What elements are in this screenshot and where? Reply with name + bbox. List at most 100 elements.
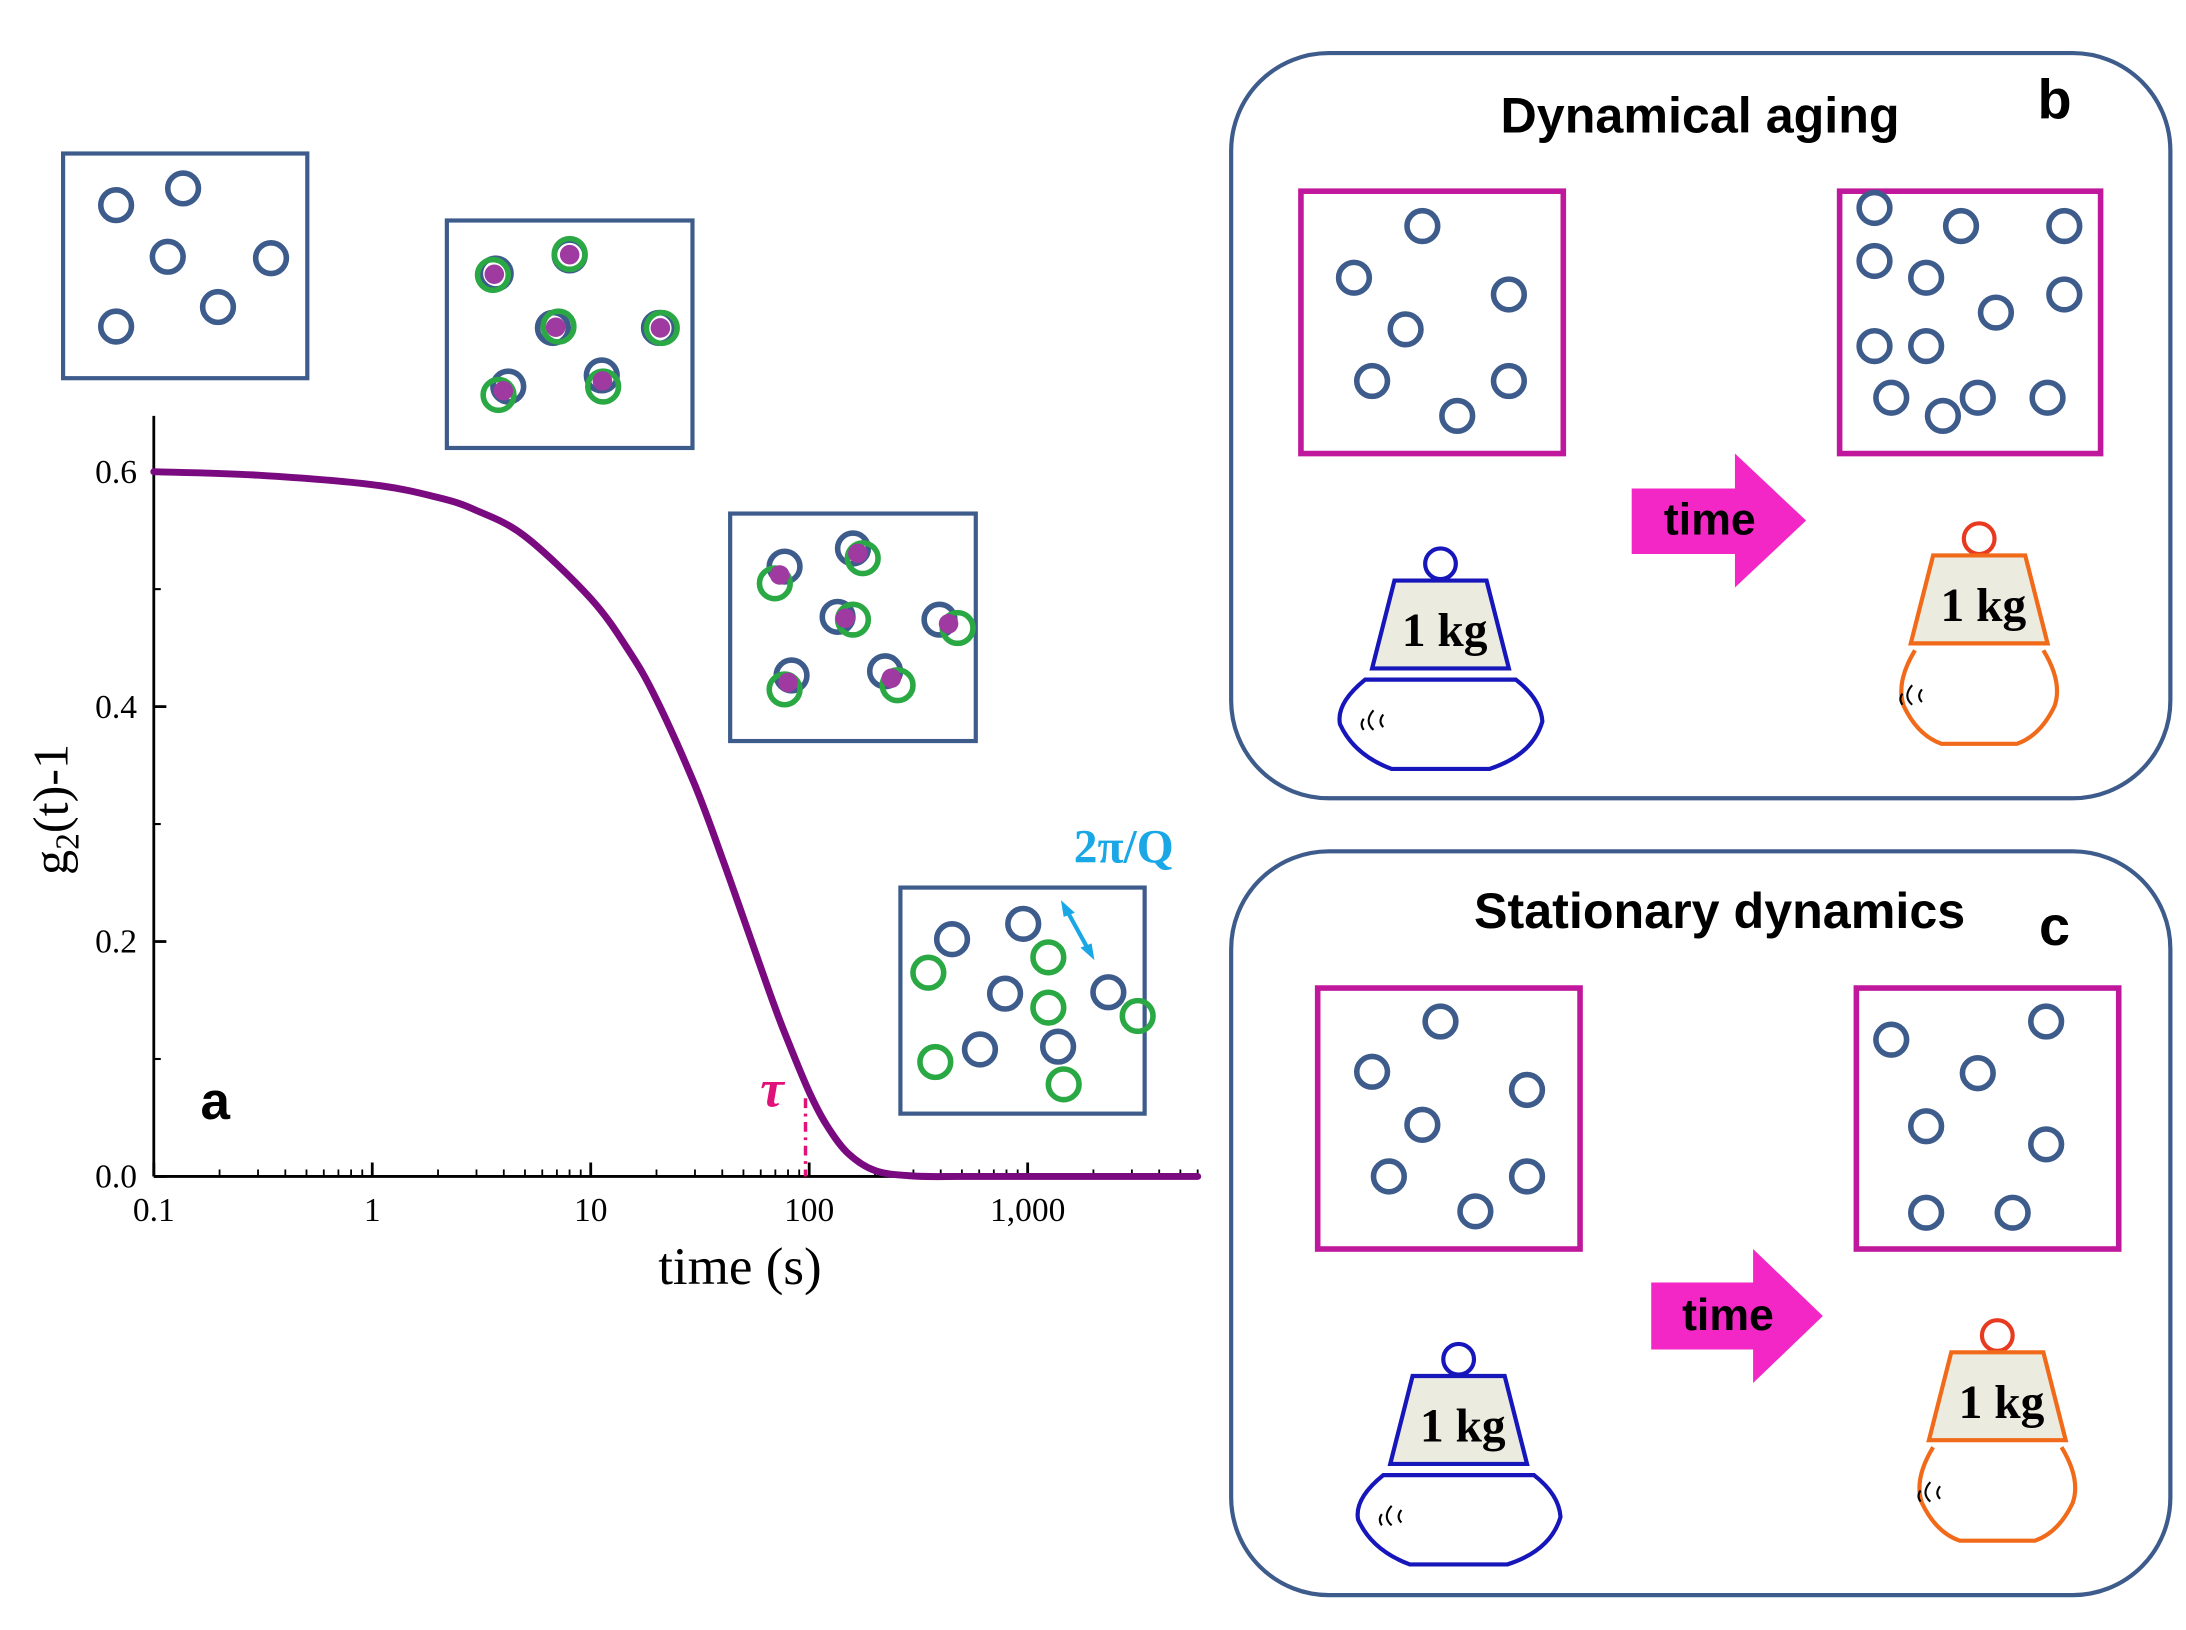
inset-box-long-time	[898, 885, 1156, 1116]
particle	[1856, 242, 1893, 280]
x-axis-title: time (s)	[658, 1238, 821, 1296]
particle	[1439, 397, 1476, 435]
panel-b-frame	[1229, 50, 2173, 801]
time-arrow-label: time	[1682, 1291, 1774, 1340]
weight-icon-after: 1 kg	[1917, 1318, 2078, 1543]
particle-overlap	[592, 371, 613, 391]
time-arrow-label: time	[1664, 495, 1756, 544]
y-axis-title: g2(t)-1	[22, 744, 86, 875]
weight-icon-aged: 1 kg	[1899, 521, 2060, 746]
particle-overlap	[559, 244, 580, 265]
weight-scribble-icon	[1917, 1481, 1941, 1503]
sample-frame	[1836, 188, 2104, 457]
y-axis-title-main: g	[22, 850, 78, 875]
panel-a-label: a	[200, 1072, 230, 1131]
aging-box-before	[1298, 188, 1567, 457]
panel-c-title: Stationary dynamics	[1474, 883, 1965, 939]
particle	[1508, 1071, 1546, 1109]
particle	[834, 530, 872, 567]
y-axis-title-sub: 2	[49, 833, 86, 850]
particle	[1387, 311, 1424, 348]
weight-body-icon	[1387, 1373, 1530, 1467]
particle	[1422, 1003, 1459, 1040]
particle	[490, 368, 527, 405]
sample-frame	[1314, 985, 1583, 1252]
particle	[2029, 379, 2066, 416]
particle	[149, 238, 186, 275]
weight-label: 1 kg	[1420, 1401, 1506, 1453]
weight-body-icon	[1926, 1350, 2069, 1443]
particle	[1090, 974, 1127, 1011]
inset-frame	[728, 511, 978, 744]
panel-c: Stationary dynamics c time 1 kg 1 kg	[1229, 849, 2173, 1598]
particle	[1457, 1193, 1494, 1230]
particle-displaced	[1030, 939, 1067, 976]
particle-displaced	[879, 667, 916, 704]
particle	[1353, 1053, 1391, 1090]
weight-ring-icon	[1423, 546, 1458, 582]
particle-displaced	[1045, 1066, 1082, 1103]
particle-displaced	[917, 1043, 954, 1081]
time-arrow-shape	[1631, 453, 1807, 588]
particle-displaced	[910, 954, 947, 991]
particle-displaced	[585, 368, 622, 405]
y-axis-title-rest: (t)-1	[22, 744, 78, 833]
y-tick-label: 0.4	[95, 689, 137, 726]
particle-overlap	[938, 614, 959, 634]
particle	[1370, 1158, 1407, 1195]
particle-displaced	[1119, 997, 1156, 1035]
particle	[1404, 207, 1441, 245]
x-tick-label: 10	[574, 1192, 607, 1229]
y-ticks: 0.00.20.40.6	[95, 454, 167, 1196]
particle-displaced	[474, 256, 512, 294]
particle	[1959, 379, 1996, 416]
panel-b-label: b	[2037, 68, 2071, 131]
particle	[199, 288, 237, 326]
particle	[986, 975, 1024, 1012]
x-tick-label: 1,000	[990, 1192, 1065, 1229]
particle	[1490, 276, 1528, 313]
particle	[1005, 905, 1042, 942]
weight-label: 1 kg	[1959, 1377, 2045, 1429]
particle	[252, 240, 290, 277]
particle	[1039, 1028, 1077, 1065]
particle-overlap	[650, 318, 671, 338]
particle	[1335, 259, 1373, 296]
particle	[1977, 294, 2015, 331]
time-arrow: time	[1651, 1249, 1823, 1383]
particle-displaced	[551, 235, 588, 273]
particle-overlap	[484, 264, 505, 284]
particle-overlap	[545, 317, 566, 338]
particle	[1908, 259, 1945, 296]
particle	[1908, 1108, 1945, 1145]
time-arrow: time	[1631, 453, 1807, 588]
particle	[961, 1031, 999, 1068]
particle	[1924, 397, 1962, 435]
weight-scribble-icon	[1378, 1505, 1403, 1527]
x-tick-label: 100	[784, 1192, 834, 1229]
panel-c-label: c	[2039, 894, 2070, 957]
weight-ring-icon	[1441, 1341, 1477, 1377]
particle-overlap	[778, 672, 798, 693]
particle-overlap	[493, 380, 514, 401]
particle	[1908, 327, 1945, 365]
particle	[1404, 1106, 1441, 1143]
x-tick-label: 1	[364, 1192, 381, 1229]
particle	[2046, 207, 2083, 245]
sample-frame	[1298, 188, 1567, 457]
particle	[933, 921, 971, 958]
inset-box-t0	[60, 151, 310, 381]
sample-frame	[1853, 985, 2122, 1252]
particle-displaced	[480, 376, 517, 414]
weight-bag-icon	[1917, 1446, 2078, 1543]
inset-box-mid-time	[728, 511, 978, 744]
inset-frame	[444, 218, 695, 451]
particle	[2028, 1126, 2065, 1163]
weight-icon-fresh: 1 kg	[1337, 546, 1545, 772]
particle-displaced	[1030, 989, 1067, 1026]
particle	[1856, 189, 1893, 227]
particle	[1490, 362, 1528, 400]
